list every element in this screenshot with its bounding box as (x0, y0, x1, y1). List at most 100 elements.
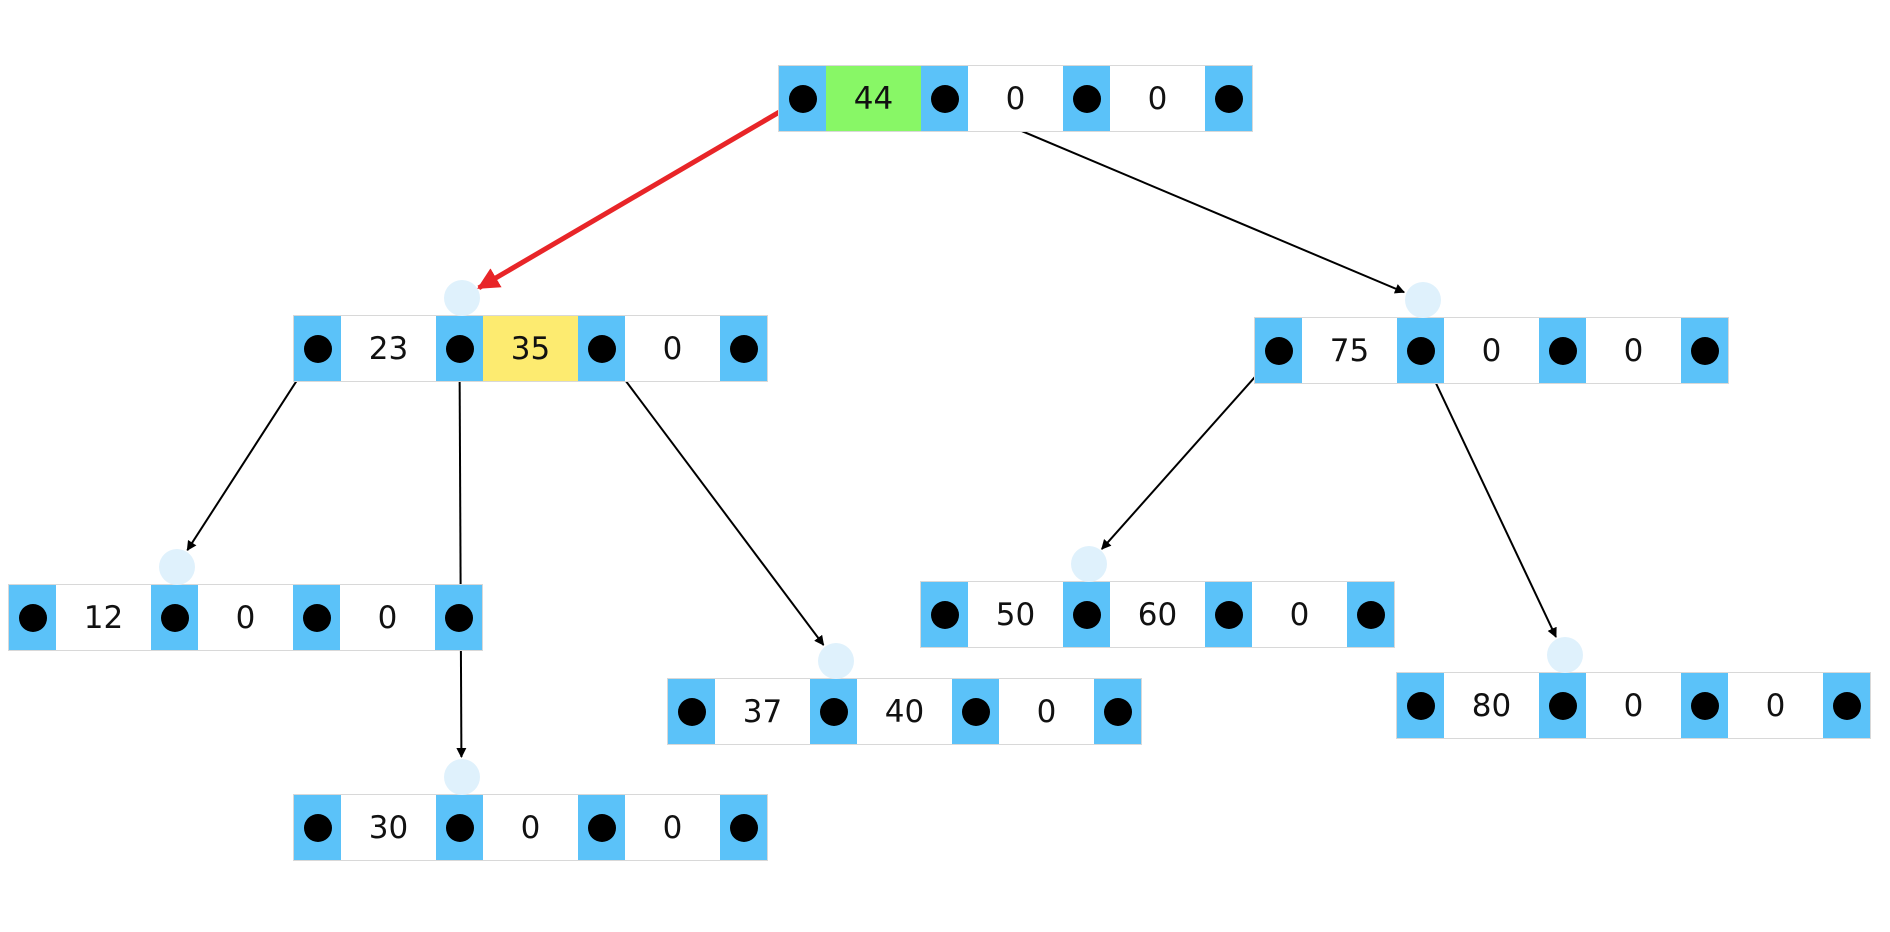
btree-node-n6: 50 60 0 (921, 582, 1394, 647)
pointer-cell (1539, 318, 1586, 383)
pointer-cell (435, 585, 482, 650)
pointer-cell (9, 585, 56, 650)
btree-node-n3: 12 0 0 (9, 585, 482, 650)
pointer-dot-icon (930, 600, 959, 629)
node-anchor-icon (443, 280, 480, 316)
key-cell: 80 (1444, 673, 1539, 738)
pointer-cell (151, 585, 198, 650)
pointer-dot-icon (444, 603, 473, 632)
pointer-dot-icon (930, 84, 959, 113)
edge-arrow (1101, 349, 1280, 550)
pointer-dot-icon (160, 603, 189, 632)
pointer-cell (578, 795, 625, 860)
key-cell-found: 35 (483, 316, 578, 381)
pointer-cell (720, 316, 767, 381)
key-cell-current: 44 (826, 66, 921, 131)
edge-arrow (1419, 350, 1557, 638)
key-cell: 75 (1302, 318, 1397, 383)
key-cell: 23 (341, 316, 436, 381)
pointer-dot-icon (1690, 691, 1719, 720)
key-cell: 0 (1252, 582, 1347, 647)
key-cell: 0 (198, 585, 293, 650)
pointer-cell (1347, 582, 1394, 647)
key-cell: 37 (715, 679, 810, 744)
pointer-dot-icon (303, 813, 332, 842)
node-anchor-icon (443, 759, 480, 795)
node-anchor-icon (817, 643, 854, 679)
node-anchor-icon (1546, 637, 1583, 673)
pointer-cell (1681, 318, 1728, 383)
pointer-cell (779, 66, 826, 131)
pointer-cell (1205, 66, 1252, 131)
pointer-dot-icon (1356, 600, 1385, 629)
pointer-cell (293, 585, 340, 650)
key-cell: 0 (1586, 673, 1681, 738)
pointer-cell (1063, 582, 1110, 647)
pointer-dot-icon (961, 697, 990, 726)
edge-arrow (600, 347, 825, 646)
pointer-dot-icon (677, 697, 706, 726)
pointer-dot-icon (1214, 600, 1243, 629)
pointer-dot-icon (445, 813, 474, 842)
pointer-cell (1094, 679, 1141, 744)
pointer-cell (921, 582, 968, 647)
key-cell: 0 (625, 316, 720, 381)
pointer-cell (436, 316, 483, 381)
pointer-cell (720, 795, 767, 860)
pointer-dot-icon (587, 334, 616, 363)
node-anchor-icon (1070, 546, 1107, 582)
pointer-dot-icon (1832, 691, 1861, 720)
pointer-dot-icon (303, 334, 332, 363)
pointer-dot-icon (1690, 336, 1719, 365)
btree-node-n4: 30 0 0 (294, 795, 767, 860)
edge-arrow (456, 348, 467, 759)
pointer-cell (1397, 673, 1444, 738)
pointer-dot-icon (1406, 691, 1435, 720)
key-cell: 0 (999, 679, 1094, 744)
pointer-dot-icon (1548, 336, 1577, 365)
btree-node-n2: 75 0 0 (1255, 318, 1728, 383)
pointer-cell (952, 679, 999, 744)
node-anchor-icon (158, 549, 195, 585)
pointer-dot-icon (1072, 84, 1101, 113)
pointer-dot-icon (1072, 600, 1101, 629)
pointer-cell (436, 795, 483, 860)
pointer-dot-icon (587, 813, 616, 842)
key-cell: 12 (56, 585, 151, 650)
key-cell: 0 (1586, 318, 1681, 383)
pointer-cell (294, 316, 341, 381)
key-cell: 0 (968, 66, 1063, 131)
active-edge-arrow (477, 96, 804, 291)
key-cell: 40 (857, 679, 952, 744)
pointer-cell (1255, 318, 1302, 383)
pointer-dot-icon (1214, 84, 1243, 113)
pointer-dot-icon (1548, 691, 1577, 720)
pointer-cell (810, 679, 857, 744)
pointer-dot-icon (819, 697, 848, 726)
pointer-dot-icon (18, 603, 47, 632)
pointer-dot-icon (788, 84, 817, 113)
pointer-cell (921, 66, 968, 131)
btree-node-n5: 37 40 0 (668, 679, 1141, 744)
key-cell: 50 (968, 582, 1063, 647)
btree-node-root: 44 0 0 (779, 66, 1252, 131)
pointer-dot-icon (1406, 336, 1435, 365)
btree-node-n7: 80 0 0 (1397, 673, 1870, 738)
pointer-dot-icon (729, 813, 758, 842)
key-cell: 0 (1110, 66, 1205, 131)
key-cell: 0 (483, 795, 578, 860)
pointer-cell (294, 795, 341, 860)
node-anchor-icon (1404, 282, 1441, 318)
pointer-dot-icon (302, 603, 331, 632)
pointer-cell (1681, 673, 1728, 738)
key-cell: 0 (625, 795, 720, 860)
btree-node-n1: 23 35 0 (294, 316, 767, 381)
pointer-cell (1205, 582, 1252, 647)
pointer-dot-icon (445, 334, 474, 363)
pointer-cell (578, 316, 625, 381)
key-cell: 30 (341, 795, 436, 860)
pointer-cell (668, 679, 715, 744)
pointer-cell (1397, 318, 1444, 383)
key-cell: 0 (340, 585, 435, 650)
